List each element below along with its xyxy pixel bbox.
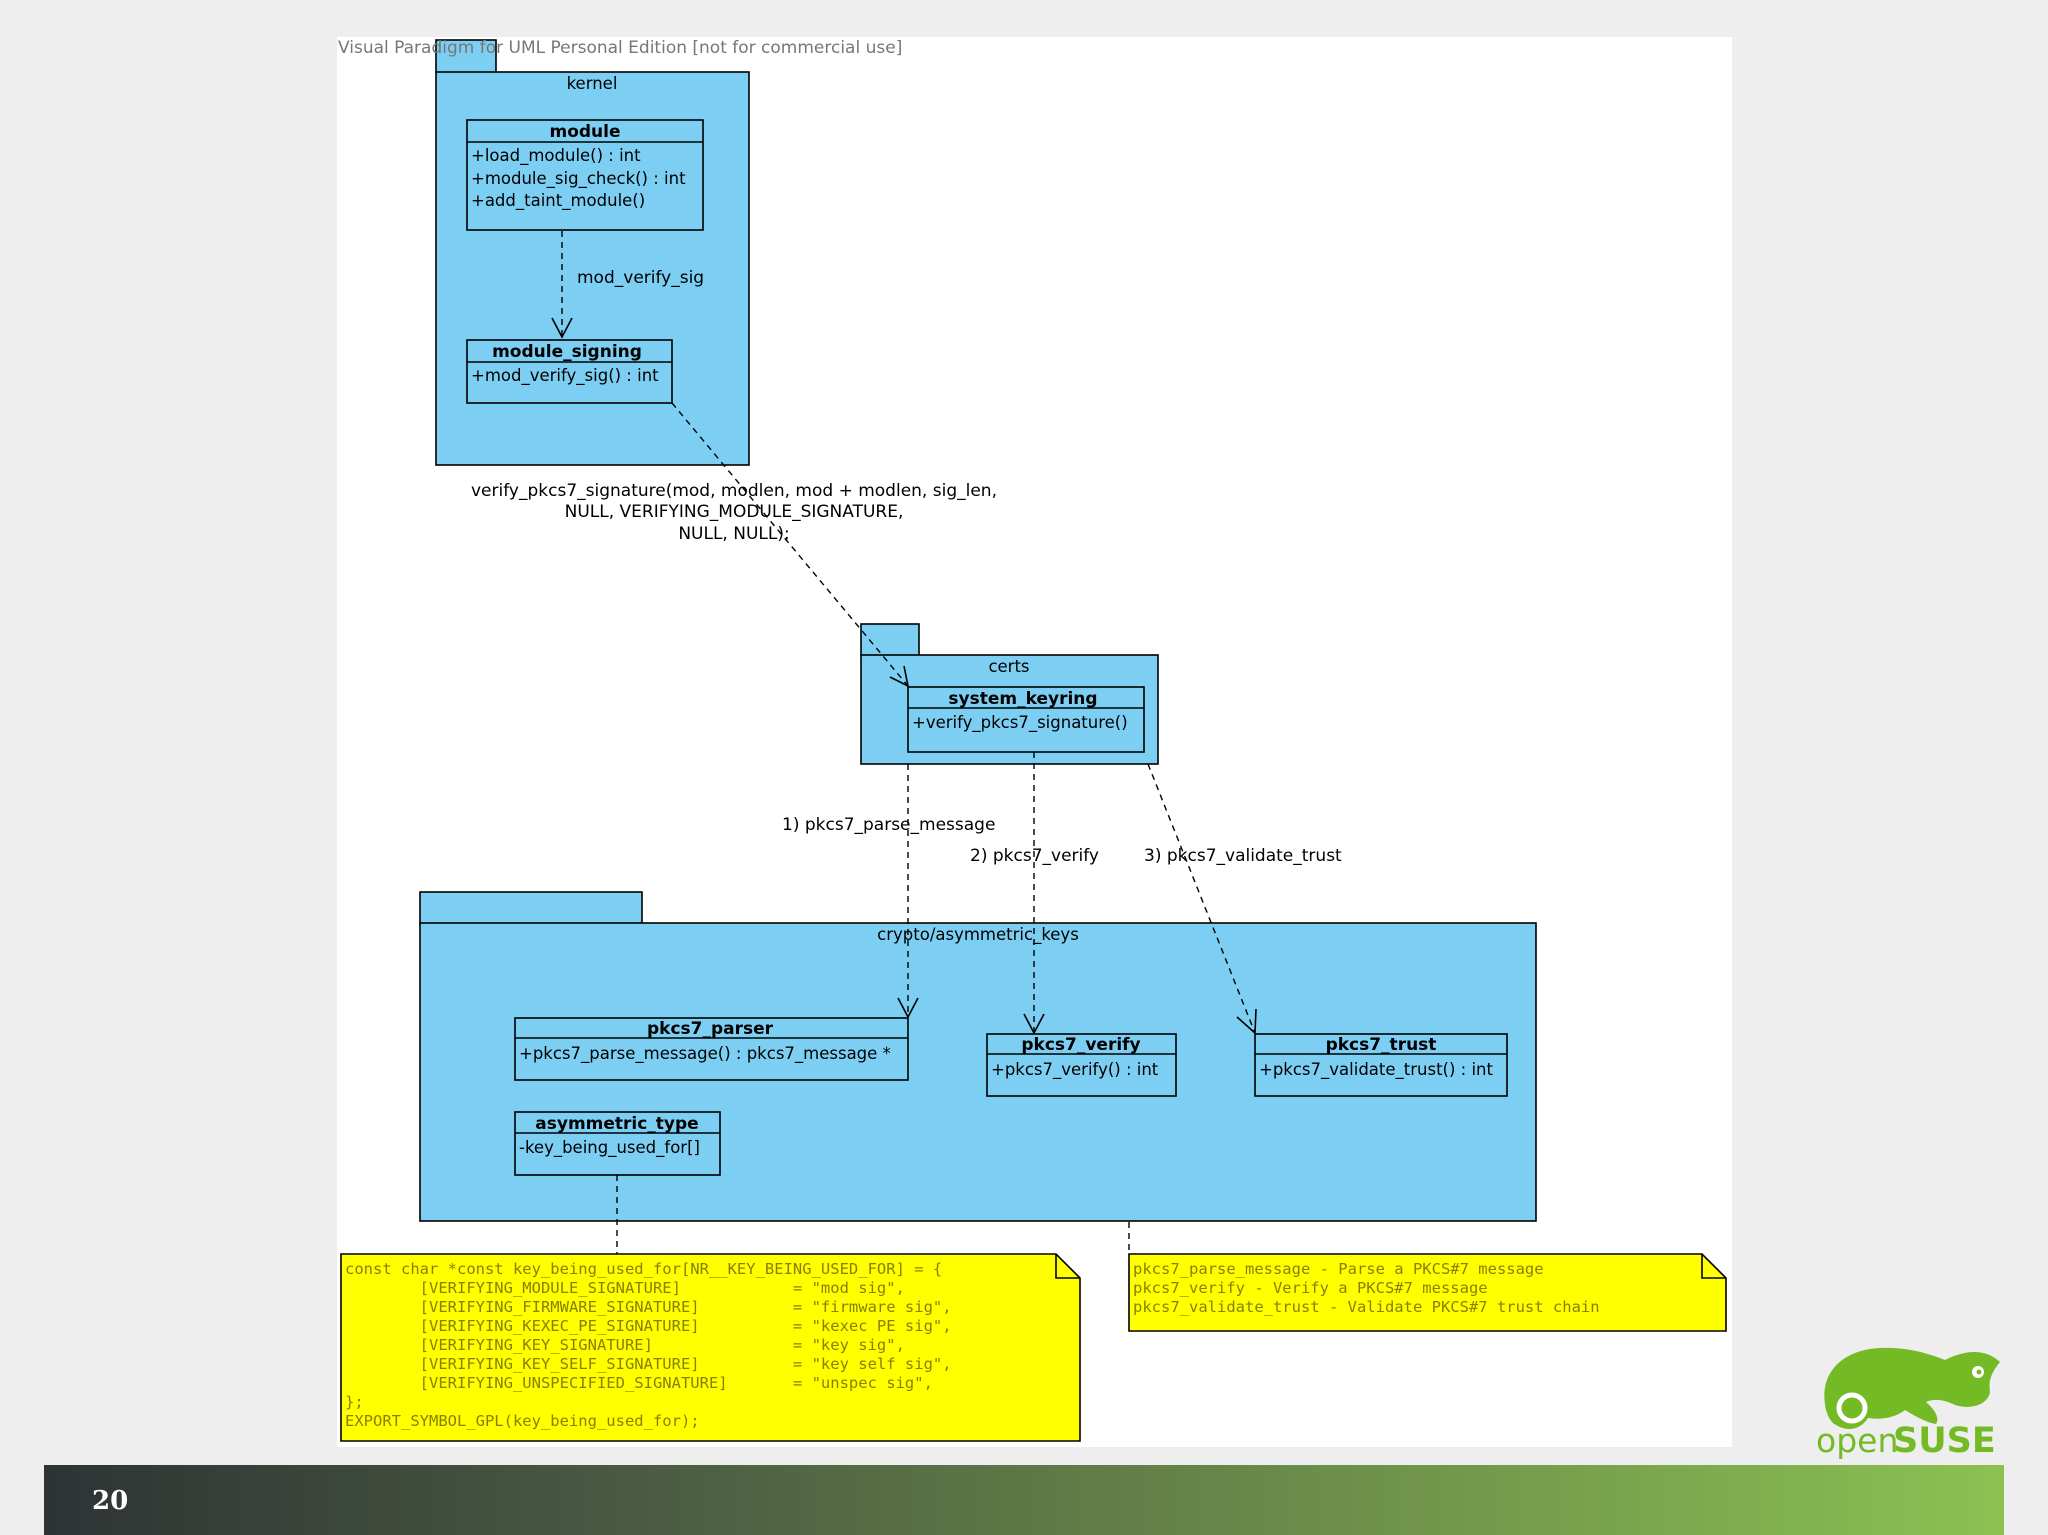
class-module: module +load_module() : int +module_sig_… <box>466 119 704 231</box>
class-system-keyring-op-1: +verify_pkcs7_signature() <box>912 713 1128 733</box>
package-crypto-label: crypto/asymmetric_keys <box>877 925 1079 945</box>
class-module-name: module <box>549 122 620 142</box>
note-right-line-3: pkcs7_validate_trust - Validate PKCS#7 t… <box>1133 1298 1600 1316</box>
footer-bar <box>44 1465 2004 1535</box>
note-right-line-2: pkcs7_verify - Verify a PKCS#7 message <box>1133 1279 1488 1297</box>
class-asymmetric-type: asymmetric_type -key_being_used_for[] <box>514 1111 721 1176</box>
class-pkcs7-verify-op-1: +pkcs7_verify() : int <box>991 1060 1159 1080</box>
note-right-line-1: pkcs7_parse_message - Parse a PKCS#7 mes… <box>1133 1260 1544 1278</box>
note-key-being-used-for: const char *const key_being_used_for[NR_… <box>340 1253 1081 1442</box>
note-left-line-9: EXPORT_SYMBOL_GPL(key_being_used_for); <box>345 1412 700 1430</box>
class-pkcs7-parser-name: pkcs7_parser <box>647 1019 774 1039</box>
logo-text-suse: SUSE <box>1893 1421 1996 1461</box>
class-pkcs7-parser: pkcs7_parser +pkcs7_parse_message() : pk… <box>514 1017 909 1081</box>
opensuse-logo: open SUSE <box>1816 1347 2000 1461</box>
edge-verify-call-line-1: verify_pkcs7_signature(mod, modlen, mod … <box>471 481 997 501</box>
class-asymmetric-type-op-1: -key_being_used_for[] <box>519 1138 700 1158</box>
class-module-op-1: +load_module() : int <box>471 146 641 166</box>
edge-pkcs7-verify: 2) pkcs7_verify <box>970 752 1099 1035</box>
class-module-signing-op-1: +mod_verify_sig() : int <box>471 366 659 386</box>
edge-verify-call-line-2: NULL, VERIFYING_MODULE_SIGNATURE, <box>565 502 904 522</box>
watermark: Visual Paradigm for UML Personal Edition… <box>338 38 902 58</box>
note-left-line-2: [VERIFYING_MODULE_SIGNATURE] = "mod sig"… <box>345 1279 905 1297</box>
class-module-signing: module_signing +mod_verify_sig() : int <box>466 339 673 404</box>
note-left-line-7: [VERIFYING_UNSPECIFIED_SIGNATURE] = "uns… <box>345 1374 933 1392</box>
class-module-signing-name: module_signing <box>492 342 642 362</box>
edge-trust-label: 3) pkcs7_validate_trust <box>1144 846 1342 866</box>
edge-pkcs7-validate-trust: 3) pkcs7_validate_trust <box>1144 763 1342 1035</box>
note-left-line-1: const char *const key_being_used_for[NR_… <box>345 1260 942 1278</box>
class-pkcs7-verify: pkcs7_verify +pkcs7_verify() : int <box>986 1033 1177 1097</box>
note-left-line-8: }; <box>345 1393 364 1411</box>
page-number: 20 <box>92 1486 128 1516</box>
class-pkcs7-trust-op-1: +pkcs7_validate_trust() : int <box>1259 1060 1494 1080</box>
class-pkcs7-verify-name: pkcs7_verify <box>1021 1035 1140 1055</box>
note-left-line-6: [VERIFYING_KEY_SELF_SIGNATURE] = "key se… <box>345 1355 952 1373</box>
note-left-line-5: [VERIFYING_KEY_SIGNATURE] = "key sig", <box>345 1336 905 1354</box>
class-module-op-3: +add_taint_module() <box>471 191 645 211</box>
package-certs-label: certs <box>988 657 1029 676</box>
edge-verify-label: 2) pkcs7_verify <box>970 846 1099 866</box>
note-pkcs7-functions: pkcs7_parse_message - Parse a PKCS#7 mes… <box>1128 1253 1727 1332</box>
edge-pkcs7-parse-message: 1) pkcs7_parse_message <box>782 764 995 1019</box>
class-system-keyring-name: system_keyring <box>948 689 1097 709</box>
class-asymmetric-type-name: asymmetric_type <box>535 1114 698 1134</box>
edge-parse-label: 1) pkcs7_parse_message <box>782 815 995 835</box>
edge-mod-verify-sig: mod_verify_sig <box>551 231 704 339</box>
edge-mod-verify-sig-label: mod_verify_sig <box>577 268 704 288</box>
class-pkcs7-trust-name: pkcs7_trust <box>1326 1035 1437 1055</box>
package-kernel-label: kernel <box>567 74 618 93</box>
class-pkcs7-trust: pkcs7_trust +pkcs7_validate_trust() : in… <box>1254 1033 1508 1097</box>
class-system-keyring: system_keyring +verify_pkcs7_signature() <box>907 686 1145 753</box>
note-left-line-4: [VERIFYING_KEXEC_PE_SIGNATURE] = "kexec … <box>345 1317 952 1335</box>
class-pkcs7-parser-op-1: +pkcs7_parse_message() : pkcs7_message * <box>519 1044 891 1064</box>
edge-verify-pkcs7-signature: verify_pkcs7_signature(mod, modlen, mod … <box>471 402 997 688</box>
note-left-line-3: [VERIFYING_FIRMWARE_SIGNATURE] = "firmwa… <box>345 1298 952 1316</box>
class-module-op-2: +module_sig_check() : int <box>471 169 686 189</box>
chameleon-tail-spiral <box>1836 1392 1868 1424</box>
edge-verify-call-line-3: NULL, NULL); <box>678 524 789 544</box>
chameleon-icon <box>1824 1347 2000 1430</box>
logo-text-open: open <box>1816 1421 1898 1460</box>
